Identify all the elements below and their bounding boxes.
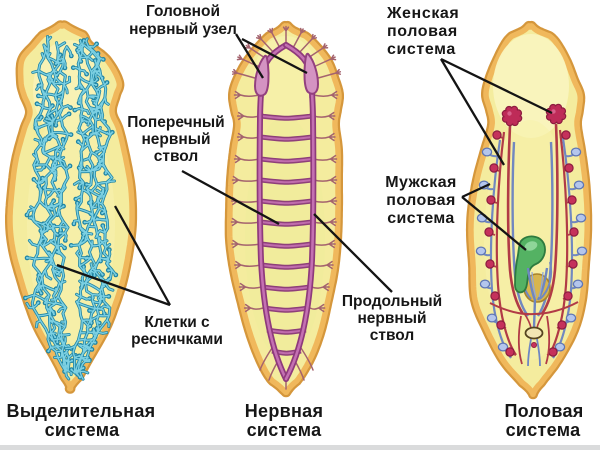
svg-text:нервный: нервный xyxy=(357,310,426,327)
svg-text:Продольный: Продольный xyxy=(342,293,442,310)
svg-text:Клетки с: Клетки с xyxy=(144,314,210,331)
svg-text:ресничками: ресничками xyxy=(131,331,223,348)
svg-text:ствол: ствол xyxy=(370,327,414,344)
svg-text:Половая: Половая xyxy=(504,401,583,421)
svg-text:ствол: ствол xyxy=(154,148,198,165)
svg-text:Мужская: Мужская xyxy=(385,174,457,191)
svg-text:Поперечный: Поперечный xyxy=(127,114,224,131)
svg-text:Нервная: Нервная xyxy=(245,401,324,421)
svg-text:нервный: нервный xyxy=(141,131,210,148)
svg-text:система: система xyxy=(387,41,456,58)
svg-text:Выделительная: Выделительная xyxy=(7,401,156,421)
svg-text:система: система xyxy=(506,420,582,440)
svg-text:Женская: Женская xyxy=(386,5,459,22)
svg-text:система: система xyxy=(45,420,121,440)
svg-text:система: система xyxy=(247,420,323,440)
svg-text:нервный узел: нервный узел xyxy=(129,21,237,38)
svg-text:половая: половая xyxy=(387,23,458,40)
svg-text:половая: половая xyxy=(386,192,455,209)
svg-text:Головной: Головной xyxy=(146,3,220,20)
svg-text:система: система xyxy=(387,210,454,227)
